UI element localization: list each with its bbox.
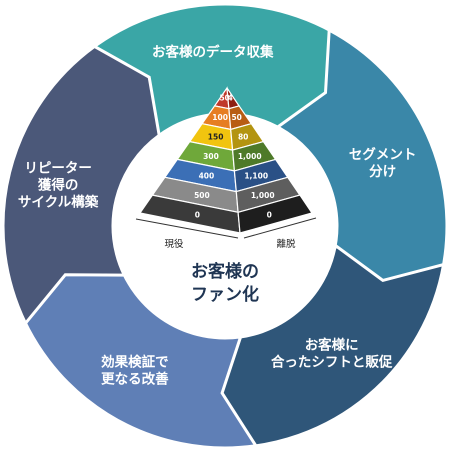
pyramid-left-value: 0 <box>195 210 200 219</box>
center-title-line2: ファン化 <box>191 284 259 305</box>
pyramid-right-value: 1,000 <box>238 152 262 161</box>
pyramid-right-value: 1,100 <box>244 171 268 180</box>
cycle-step-shift-and-promo-label: お客様に <box>305 337 359 354</box>
cycle-step-shift-and-promo-label: 合ったシフトと販促 <box>271 354 393 371</box>
pyramid-left-value: 50 <box>219 94 229 103</box>
pyramid-right-value: 0 <box>267 210 272 219</box>
cycle-step-verification-label: 効果検証で <box>101 354 169 371</box>
cycle-step-repeater-cycle-label: リピーター <box>24 160 92 176</box>
cycle-step-repeater-cycle-label: サイクル構築 <box>18 193 99 210</box>
pyramid-left-value: 150 <box>208 133 224 142</box>
pyramid-band-right <box>237 194 313 234</box>
pyramid-left-value: 300 <box>203 152 219 161</box>
pyramid-right-value: 50 <box>231 113 241 122</box>
pyramid-left-value: 400 <box>199 171 215 180</box>
cycle-step-repeater-cycle-label: 獲得の <box>38 176 79 193</box>
pyramid-left-value: 100 <box>212 113 228 122</box>
cycle-step-segmentation-label: セグメント <box>349 146 417 163</box>
pyramid-right-value: 4 <box>228 94 233 103</box>
pyramid-left-value: 500 <box>194 191 210 200</box>
pyramid-right-value: 1,000 <box>251 191 275 200</box>
cycle-step-data-collection-label: お客様のデータ収集 <box>152 43 274 60</box>
center-title-line1: お客様の <box>191 261 259 282</box>
cycle-step-verification-label: 更なる改善 <box>101 371 169 388</box>
pyramid-right-value: 80 <box>238 133 248 142</box>
axis-label-active: 現役 <box>164 238 184 250</box>
axis-line-churn <box>243 217 317 239</box>
axis-label-churn: 離脱 <box>276 238 296 250</box>
cycle-step-segmentation-label: 分け <box>369 164 396 180</box>
axis-line-active <box>135 218 239 239</box>
